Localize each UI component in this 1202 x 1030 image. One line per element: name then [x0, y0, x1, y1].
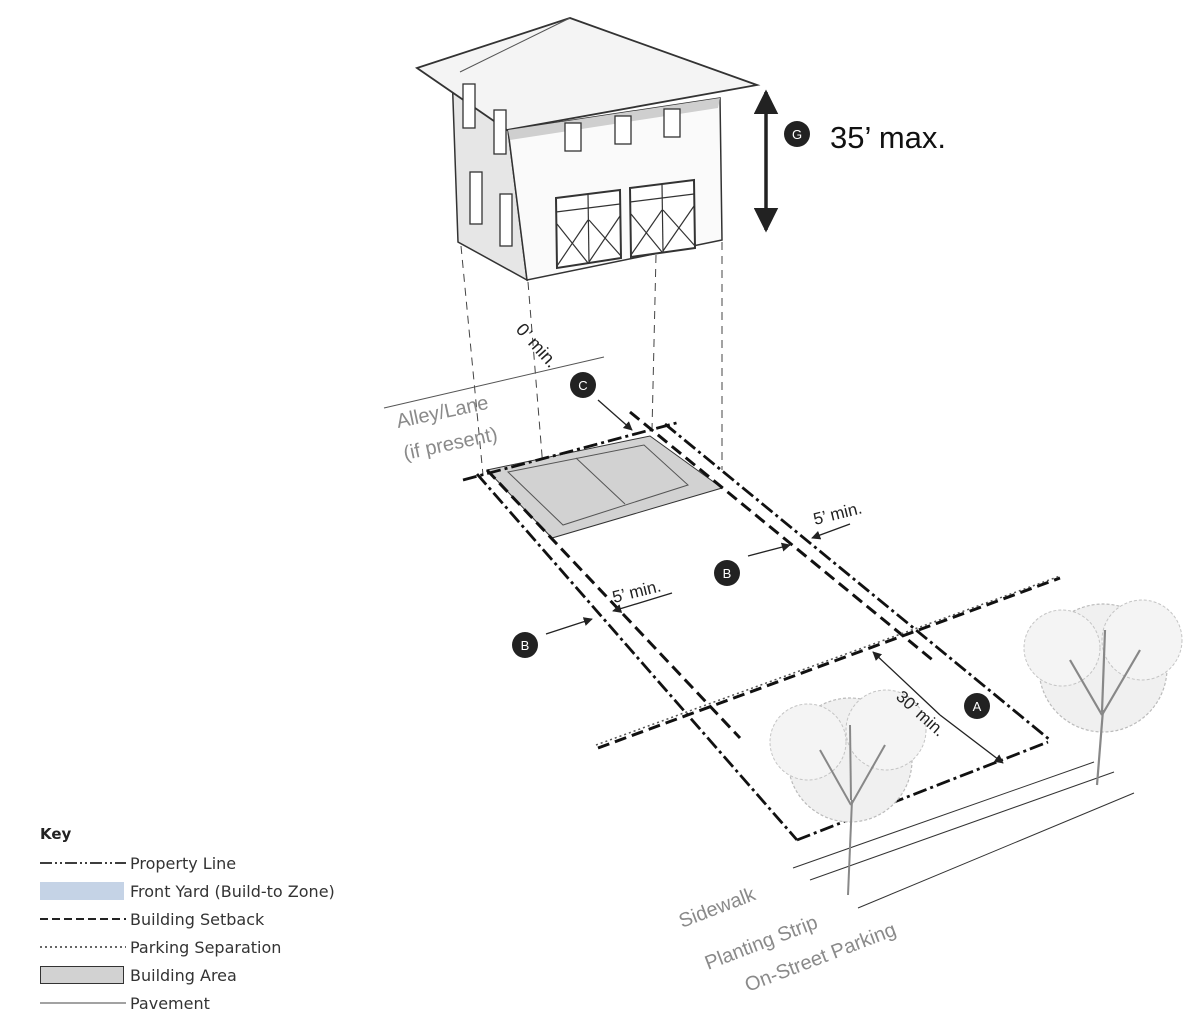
- property-line-swatch: [40, 852, 130, 874]
- side-setback-right-label: 5’ min.: [811, 498, 864, 528]
- marker-b-right: B: [714, 560, 740, 586]
- height-max-label: 35’ max.: [830, 120, 946, 155]
- pavement-lines: [792, 761, 1135, 909]
- legend-item-pavement: Pavement: [40, 989, 370, 1017]
- building-area: [486, 435, 724, 539]
- front-yard-swatch: [40, 880, 130, 902]
- side-setback-left-label: 5’ min.: [610, 576, 663, 606]
- legend-label: Building Setback: [130, 909, 265, 929]
- marker-c-letter: C: [578, 378, 587, 393]
- legend: Key Property Line Front Yard (Build-to Z…: [40, 825, 370, 1025]
- legend-item-parking-separation: Parking Separation: [40, 933, 370, 961]
- legend-label: Property Line: [130, 853, 237, 873]
- marker-b-left-letter: B: [521, 638, 530, 653]
- marker-g-letter: G: [792, 127, 802, 142]
- building-area-swatch: [40, 964, 130, 986]
- projection-lines: [460, 242, 723, 531]
- legend-item-front-yard: Front Yard (Build-to Zone): [40, 877, 370, 905]
- rear-setback-label: 0’ min.: [512, 319, 562, 371]
- sidewalk-label: Sidewalk: [676, 883, 760, 933]
- marker-g: G: [784, 121, 810, 147]
- house-illustration: [414, 17, 779, 282]
- marker-a-letter: A: [973, 699, 982, 714]
- marker-a: A: [964, 693, 990, 719]
- tree-icon: [1023, 599, 1183, 786]
- alley-note-label: (if present): [401, 423, 499, 464]
- legend-title: Key: [40, 825, 72, 843]
- alley-line: [383, 356, 605, 409]
- marker-b-left: B: [512, 632, 538, 658]
- tree-icon: [769, 689, 927, 896]
- legend-item-building-area: Building Area: [40, 961, 370, 989]
- marker-c: C: [570, 372, 596, 398]
- legend-label: Front Yard (Build-to Zone): [130, 881, 335, 901]
- marker-b-right-letter: B: [723, 566, 732, 581]
- parking-separation-swatch: [40, 936, 130, 958]
- building-setback-swatch: [40, 908, 130, 930]
- lot: [462, 399, 1061, 842]
- legend-item-property-line: Property Line: [40, 849, 370, 877]
- pavement-swatch: [40, 992, 130, 1014]
- legend-label: Pavement: [130, 993, 210, 1013]
- legend-label: Parking Separation: [130, 937, 282, 957]
- legend-item-building-setback: Building Setback: [40, 905, 370, 933]
- legend-label: Building Area: [130, 965, 237, 985]
